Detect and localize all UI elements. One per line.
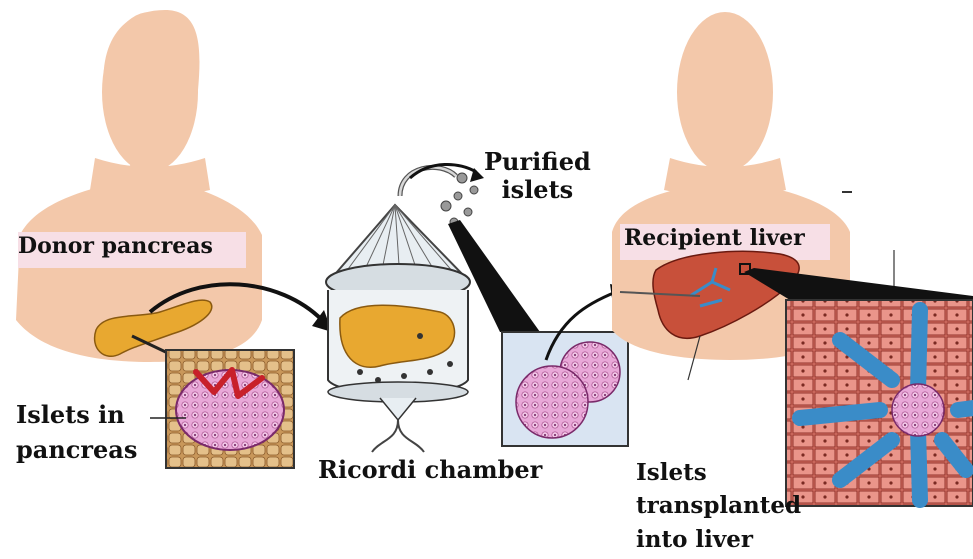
islets-transplanted-line3: into liver	[636, 523, 801, 556]
purified-islets-line1: Purified	[484, 148, 591, 176]
islets-in-pancreas-line2: pancreas	[16, 433, 137, 468]
donor-silhouette	[16, 10, 262, 362]
islets-transplanted-line2: transplanted	[636, 489, 801, 522]
islets-in-pancreas-inset	[166, 350, 294, 468]
donor-pancreas-label: Donor pancreas	[18, 234, 213, 259]
liver-tissue-inset	[786, 300, 973, 506]
purified-islets-label: Purified islets	[484, 148, 591, 203]
ricordi-chamber-label: Ricordi chamber	[318, 456, 542, 484]
purified-islets-line2: islets	[484, 176, 591, 204]
recipient-liver-label: Recipient liver	[624, 226, 805, 251]
islets-in-pancreas-label: Islets in pancreas	[16, 398, 137, 468]
islets-transplanted-label: Islets transplanted into liver	[636, 456, 801, 556]
purified-islets-inset	[502, 332, 628, 446]
islets-transplanted-line1: Islets	[636, 456, 801, 489]
islets-in-pancreas-line1: Islets in	[16, 398, 137, 433]
